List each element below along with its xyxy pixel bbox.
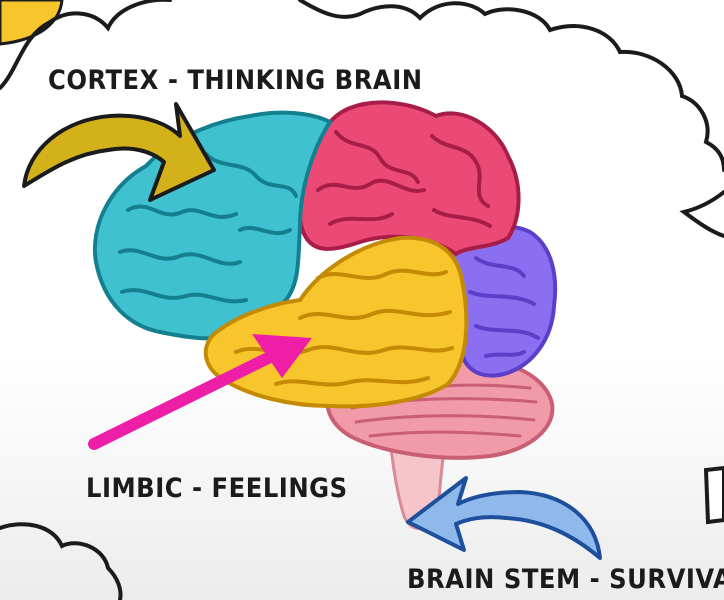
brain-stem-label: BRAIN STEM - SURVIVAL: [407, 564, 724, 595]
limbic-label: LIMBIC - FEELINGS: [86, 473, 348, 504]
occipital-folds: [468, 256, 540, 358]
cortex-label: CORTEX - THINKING BRAIN: [48, 65, 423, 96]
thought-cloud-outline-lower-left: [0, 522, 123, 600]
cortex-arrow: [22, 102, 216, 202]
limbic-arrow: [88, 334, 312, 450]
thought-cloud-outline-lower-right: [679, 190, 724, 238]
frontal-folds: [118, 152, 298, 304]
temporal-lobe: [203, 235, 469, 409]
parietal-folds: [316, 130, 492, 228]
cloud-edge-right: [703, 465, 724, 525]
thought-cloud-outline: [0, 0, 724, 172]
sun-icon: [0, 0, 64, 46]
parietal-lobe: [297, 100, 521, 257]
brain-stem-arrow: [406, 476, 602, 560]
